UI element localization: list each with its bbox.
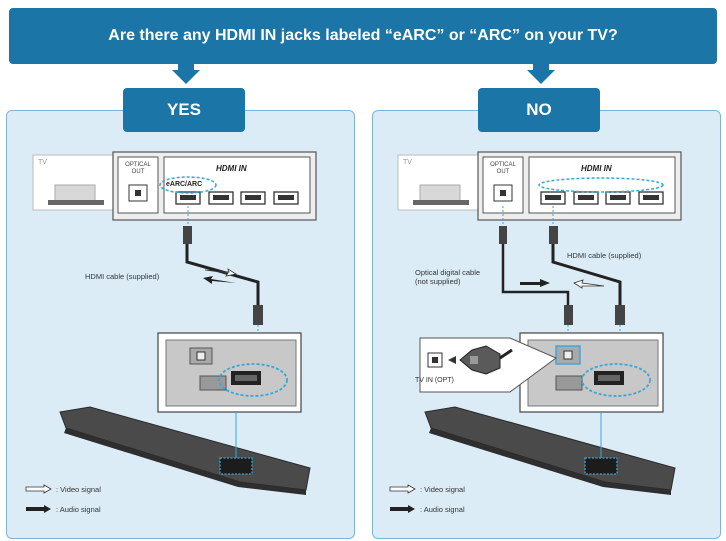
arrow-down-icon-left <box>172 64 200 84</box>
earc-highlight <box>159 176 217 194</box>
header-arrows <box>172 64 555 84</box>
legend-video-text-left: : Video signal <box>56 485 101 494</box>
optical-out-label-right: OPTICAL OUT <box>490 162 516 175</box>
legend-audio-arrow-right <box>390 505 415 513</box>
hdmi-in-label-right: HDMI IN <box>581 164 612 173</box>
legend-video-arrow-left <box>25 484 52 494</box>
video-arrow-left <box>204 268 238 277</box>
tv-label-left: TV <box>38 159 47 166</box>
answer-no: NO <box>478 88 600 132</box>
hdmi-cable-label-right: HDMI cable (supplied) <box>567 251 642 260</box>
legend-audio-arrow-left <box>26 505 51 513</box>
soundbar-port-area-right <box>584 457 618 475</box>
video-arrow-right <box>573 279 605 289</box>
question-banner: Are there any HDMI IN jacks labeled “eAR… <box>9 8 717 64</box>
hdmi-ports-left <box>175 191 299 205</box>
insert-arrow-icon <box>448 356 456 364</box>
answer-no-label: NO <box>526 100 552 119</box>
tv-label-right: TV <box>403 159 412 166</box>
answer-yes: YES <box>123 88 245 132</box>
optical-plug-icon <box>459 345 501 375</box>
hdmi-in-label-left: HDMI IN <box>216 164 247 173</box>
optical-cable-right <box>499 206 573 346</box>
audio-arrow-right <box>520 279 550 287</box>
arrow-down-icon-right <box>527 64 555 84</box>
legend-audio-text-left: : Audio signal <box>56 505 101 514</box>
optical-cable-label: Optical digital cable (not supplied) <box>415 268 481 286</box>
legend-video-text-right: : Video signal <box>420 485 465 494</box>
audio-arrow-left <box>203 276 236 284</box>
legend-video-arrow-right <box>389 484 416 494</box>
tv-in-opt-label: TV IN (OPT) <box>415 377 454 384</box>
answer-yes-label: YES <box>166 100 202 119</box>
hdmi-cable-label-left: HDMI cable (supplied) <box>85 272 160 281</box>
earc-label: eARC/ARC <box>166 181 203 188</box>
question-text: Are there any HDMI IN jacks labeled “eAR… <box>108 27 618 44</box>
optical-out-label-left: OPTICAL OUT <box>125 162 151 175</box>
no-arc-highlight <box>538 177 664 193</box>
soundbar-hdmi-highlight-left <box>218 363 288 397</box>
tv-base-left <box>48 200 104 205</box>
soundbar-hdmi-highlight-right <box>581 363 651 397</box>
soundbar-right <box>424 406 676 491</box>
legend-audio-text-right: : Audio signal <box>420 505 465 514</box>
